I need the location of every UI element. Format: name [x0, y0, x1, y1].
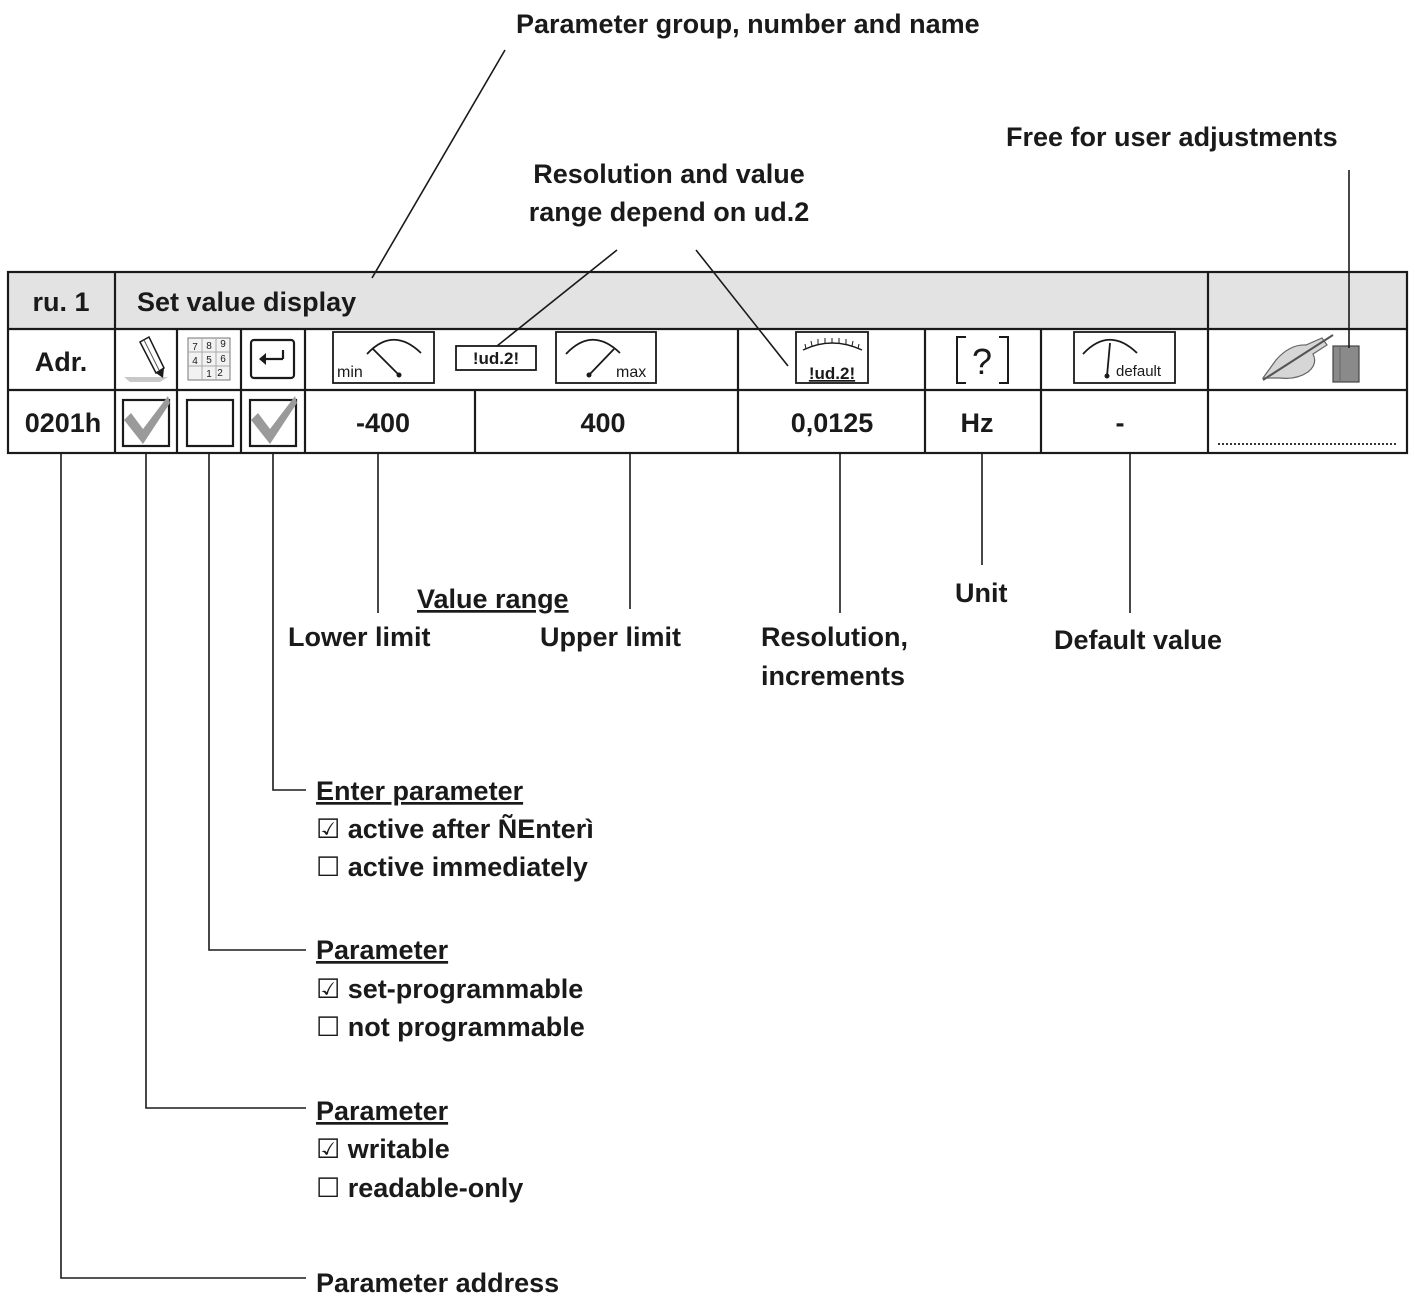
svg-text:9: 9 — [220, 339, 226, 350]
unit-symbol: ? — [972, 341, 992, 382]
param-group-callout: Parameter group, number and name — [516, 9, 980, 39]
svg-text:7: 7 — [192, 342, 198, 353]
programmable-checkbox — [185, 398, 235, 448]
address-legend-title: Parameter address — [316, 1268, 559, 1296]
max-label: max — [616, 364, 646, 381]
enter-legend-unchecked: ☐ active immediately — [316, 852, 588, 882]
default-gauge-icon: default — [1073, 331, 1176, 384]
ud2-tag: !ud.2! — [455, 345, 537, 371]
resolution-tag-label: !ud.2! — [809, 364, 855, 383]
min-label: min — [337, 364, 363, 381]
unit-label: Unit — [955, 578, 1007, 608]
legend-enter: Enter parameter ☑ active after ÑEnterì ☐… — [316, 776, 594, 882]
min-gauge-icon: min — [332, 331, 435, 384]
svg-text:2: 2 — [217, 368, 223, 379]
svg-text:6: 6 — [220, 354, 226, 365]
legend-connectors — [60, 453, 306, 1279]
pencil-icon — [124, 335, 168, 382]
legend-writable: Parameter ☑ writable ☐ readable-only — [316, 1096, 523, 1203]
writing-hand-icon — [1261, 334, 1360, 383]
resolution-label-line2: increments — [761, 661, 905, 691]
writable-legend-unchecked: ☐ readable-only — [316, 1173, 523, 1203]
resolution-note-line2: range depend on ud.2 — [529, 197, 810, 227]
default-value-label: Default value — [1054, 625, 1222, 655]
address-label: Adr. — [35, 347, 88, 377]
svg-text:5: 5 — [206, 355, 212, 366]
enter-legend-title: Enter parameter — [316, 776, 524, 806]
free-user-callout: Free for user adjustments — [1006, 122, 1338, 152]
legend-address: Parameter address — [316, 1268, 559, 1296]
upper-limit-label: Upper limit — [540, 622, 681, 652]
value-range-label: Value range — [417, 584, 569, 614]
writable-legend-title: Parameter — [316, 1096, 449, 1126]
parameter-group-number: ru. 1 — [32, 287, 89, 317]
resolution-label-line1: Resolution, — [761, 622, 908, 652]
legend-programmable: Parameter ☑ set-programmable ☐ not progr… — [316, 935, 585, 1042]
default-value: - — [1116, 408, 1125, 438]
value-callouts: Value range Lower limit Upper limit Reso… — [288, 453, 1222, 691]
programmable-legend-unchecked: ☐ not programmable — [316, 1012, 585, 1042]
parameter-name: Set value display — [137, 287, 356, 317]
header-row — [8, 272, 1407, 329]
address-value: 0201h — [25, 408, 102, 438]
parameter-table: ru. 1 Set value display Adr. 7 8 9 4 5 6… — [6, 270, 1409, 455]
default-label: default — [1116, 363, 1162, 380]
enter-key-icon — [249, 338, 296, 380]
number-pad-icon: 7 8 9 4 5 6 1 2 — [187, 337, 231, 381]
svg-text:8: 8 — [206, 341, 212, 352]
lower-limit-label: Lower limit — [288, 622, 431, 652]
unit-value: Hz — [961, 408, 994, 438]
svg-text:1: 1 — [206, 369, 212, 380]
programmable-legend-checked: ☑ set-programmable — [316, 974, 583, 1004]
scale-gauge-icon: !ud.2! — [795, 331, 869, 384]
resolution-note-line1: Resolution and value — [533, 159, 805, 189]
lower-limit-value: -400 — [356, 408, 410, 438]
svg-text:4: 4 — [192, 356, 198, 367]
enter-checkbox — [248, 396, 298, 448]
enter-legend-checked: ☑ active after ÑEnterì — [316, 813, 594, 844]
question-unit-icon: ? — [956, 336, 1009, 384]
upper-limit-value: 400 — [580, 408, 625, 438]
ud2-tag-label: !ud.2! — [473, 349, 519, 368]
max-gauge-icon: max — [555, 331, 657, 384]
top-callouts: Parameter group, number and name Free fo… — [371, 9, 1350, 367]
writable-checkbox — [121, 396, 171, 448]
resolution-value: 0,0125 — [791, 408, 874, 438]
writable-legend-checked: ☑ writable — [316, 1134, 450, 1164]
programmable-legend-title: Parameter — [316, 935, 449, 965]
